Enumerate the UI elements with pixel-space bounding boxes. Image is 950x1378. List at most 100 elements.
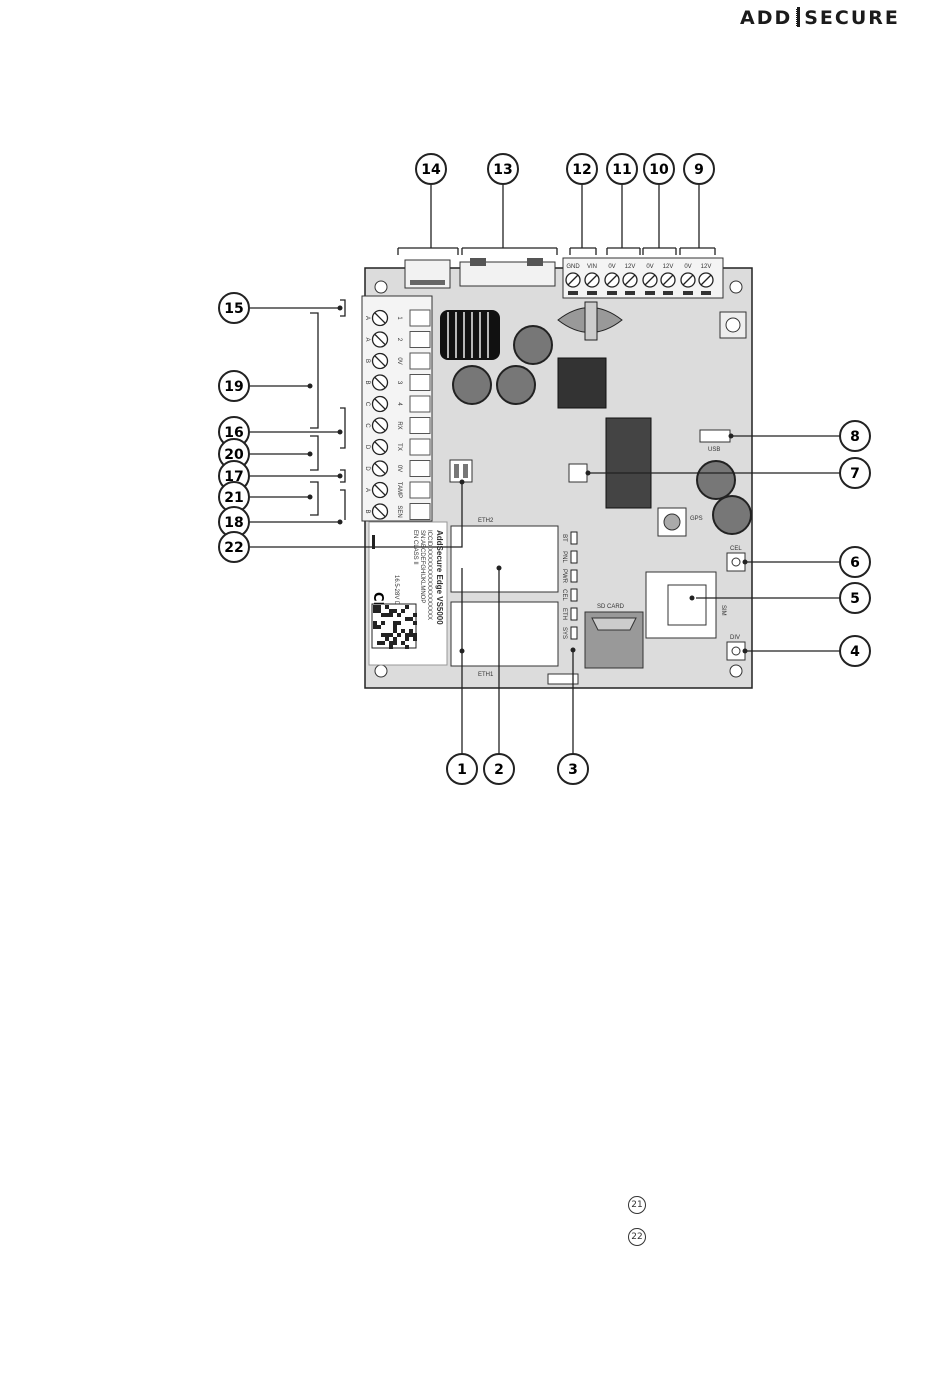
led-bt: BT [561, 531, 578, 545]
svg-text:4: 4 [850, 644, 860, 660]
callout-19: 19 [218, 370, 250, 402]
terminal-screw [660, 272, 676, 295]
callout-13: 13 [487, 153, 519, 185]
gps-label: GPS [690, 516, 703, 522]
svg-text:5: 5 [850, 591, 860, 607]
left-terminal-label: TX [396, 443, 402, 451]
product-iccid: ICCID:XXXXXXXXXXXXXXXXXX [426, 530, 432, 620]
terminal-screw [565, 272, 581, 295]
callout-1: 1 [446, 753, 478, 785]
svg-text:CEL: CEL [561, 589, 567, 601]
terminal-screw [698, 272, 714, 295]
callout-2: 2 [483, 753, 515, 785]
mount-hole [374, 280, 388, 294]
main-processor [605, 417, 652, 509]
top-terminal-label: 12V [663, 264, 674, 270]
mount-hole [374, 664, 388, 678]
callout-6: 6 [839, 546, 871, 578]
left-terminal-group: B [364, 380, 370, 384]
callout-7: 7 [839, 457, 871, 489]
brand-separator [796, 7, 801, 27]
top-terminal-label: GND [566, 264, 580, 270]
left-terminal-label: 4 [396, 402, 402, 406]
terminal-screw [371, 309, 431, 327]
callout-5: 5 [839, 582, 871, 614]
capacitor [452, 365, 492, 405]
eth2-label: ETH2 [478, 518, 494, 524]
top-terminal-label: VIN [587, 264, 597, 270]
callout-4: 4 [839, 635, 871, 667]
brand-logo: ADD SECURE [740, 7, 900, 29]
left-terminal-group: D [364, 466, 370, 471]
legend-item-21: 21 [628, 1196, 646, 1214]
svg-text:ETH: ETH [561, 608, 567, 620]
svg-text:21: 21 [224, 490, 243, 506]
left-terminal-group: A [364, 337, 370, 341]
connector-13-latch [470, 258, 486, 266]
left-terminal-label: 0V [396, 357, 402, 364]
connector-13-latch [527, 258, 543, 266]
reset-button [568, 463, 588, 483]
legend-circle-21: 21 [628, 1196, 646, 1214]
svg-text:18: 18 [224, 515, 243, 531]
left-terminal-group: C [364, 402, 370, 407]
callout-12: 12 [566, 153, 598, 185]
capacitor [696, 460, 736, 500]
brand-left: ADD [740, 7, 793, 29]
terminal-screw [642, 272, 658, 295]
connector-14-slot [410, 280, 445, 285]
eth1-label: ETH1 [478, 672, 494, 678]
callout-14: 14 [415, 153, 447, 185]
dip-switch [449, 459, 473, 483]
terminal-screw [371, 503, 431, 520]
left-terminal-group: B [364, 509, 370, 513]
svg-text:PWR: PWR [561, 569, 567, 584]
svg-text:6: 6 [850, 555, 860, 571]
led-cel: CEL [561, 588, 578, 602]
svg-text:17: 17 [224, 469, 243, 485]
cel-label: CEL [730, 546, 742, 552]
terminal-screw [680, 272, 696, 295]
left-terminal-label: 1 [396, 316, 402, 320]
svg-text:16: 16 [224, 425, 243, 441]
callout-15: 15 [218, 292, 250, 324]
leader-lines [250, 185, 840, 784]
led-pwr: PWR [561, 569, 578, 584]
product-sn: SN:ABCDEFGHIJKLMNOP [419, 530, 425, 603]
svg-text:20: 20 [224, 447, 244, 463]
callout-11: 11 [606, 153, 638, 185]
capacitor [513, 325, 553, 365]
div-label: DIV [730, 635, 740, 641]
left-terminal-group: A [364, 488, 370, 492]
svg-text:1: 1 [457, 762, 467, 778]
left-terminal-label: 0V [396, 465, 402, 472]
left-terminal-group: A [364, 316, 370, 320]
inductor [440, 310, 500, 360]
usb-port [699, 429, 731, 443]
svg-text:22: 22 [224, 540, 243, 556]
qr-code [371, 603, 417, 649]
terminal-screw [584, 272, 600, 295]
callout-8: 8 [839, 420, 871, 452]
top-terminal-label: 12V [701, 264, 712, 270]
svg-text:14: 14 [421, 162, 441, 178]
ic-chip [557, 357, 607, 409]
left-terminal-label: RX [396, 421, 402, 429]
brand-right: SECURE [804, 7, 900, 29]
led-eth: ETH [561, 607, 578, 621]
product-name: AddSecure Edge VS5000 [435, 530, 444, 625]
top-terminal-label: 0V [646, 264, 653, 270]
terminal-screw [371, 481, 431, 499]
svg-text:9: 9 [694, 162, 704, 178]
led-pnl: PNL [561, 550, 578, 564]
legend-circle-22: 22 [628, 1228, 646, 1246]
left-terminal-label: TAMP [396, 482, 402, 498]
top-terminal-label: 12V [625, 264, 636, 270]
sim-label: SIM [720, 605, 726, 616]
svg-text:7: 7 [850, 466, 860, 482]
svg-text:PNL: PNL [561, 551, 567, 563]
sd-card-label: SD CARD [597, 604, 625, 610]
svg-text:11: 11 [612, 162, 631, 178]
terminal-screw [371, 331, 431, 348]
